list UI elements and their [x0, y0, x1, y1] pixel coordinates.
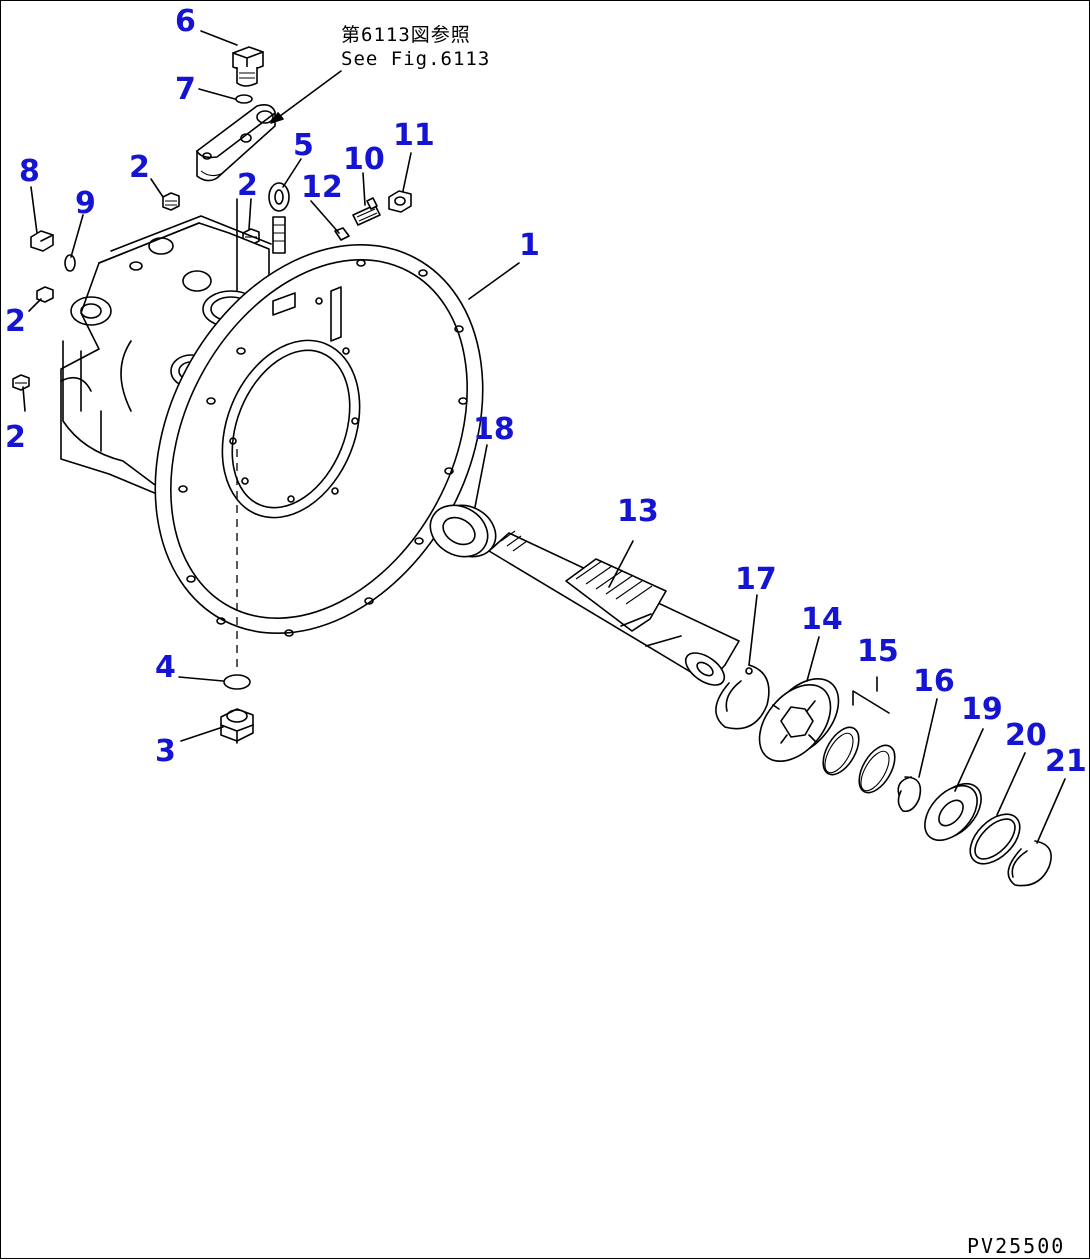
- callout-10: 10: [343, 142, 385, 177]
- callout-3: 3: [155, 734, 176, 769]
- part-8-plug: [30, 230, 54, 252]
- part-11-nut: [388, 190, 412, 213]
- callout-6: 6: [175, 4, 196, 39]
- part-7-oring: [235, 94, 253, 104]
- part-3-plug: [220, 708, 254, 744]
- callout-5: 5: [293, 128, 314, 163]
- part-18-bearing: [429, 504, 497, 558]
- callout-2: 2: [5, 420, 26, 455]
- callout-2: 2: [129, 150, 150, 185]
- part-19-seal: [924, 782, 982, 842]
- part-4-oring: [223, 674, 251, 690]
- part-13-shaft: [488, 530, 740, 686]
- reference-note-english: See Fig.6113: [341, 48, 490, 70]
- callout-7: 7: [175, 72, 196, 107]
- part-12-pin: [334, 227, 350, 241]
- callout-2: 2: [5, 304, 26, 339]
- callout-17: 17: [735, 562, 777, 597]
- callout-1: 1: [519, 228, 540, 263]
- part-17-snap-ring: [715, 664, 770, 730]
- callout-14: 14: [801, 602, 843, 637]
- part-9-oring: [64, 254, 76, 272]
- part-16-snap-ring: [897, 776, 922, 813]
- callout-13: 13: [617, 494, 659, 529]
- callout-19: 19: [961, 692, 1003, 727]
- callout-2: 2: [237, 168, 258, 203]
- callout-20: 20: [1005, 718, 1047, 753]
- part-10-breather: [352, 197, 381, 226]
- callout-15: 15: [857, 634, 899, 669]
- callout-4: 4: [155, 650, 176, 685]
- drawing-code: PV25500: [967, 1234, 1065, 1258]
- part-21-snap-ring: [1007, 840, 1052, 887]
- callout-21: 21: [1045, 744, 1087, 779]
- part-15-ring-b: [858, 744, 896, 794]
- part-6-bolt: [232, 46, 264, 87]
- callout-18: 18: [473, 412, 515, 447]
- callout-16: 16: [913, 664, 955, 699]
- callout-11: 11: [393, 118, 435, 153]
- callout-9: 9: [75, 186, 96, 221]
- part-20-plate: [969, 813, 1021, 865]
- reference-note-japanese: 第6113図参照: [341, 24, 471, 46]
- part-2-plug-a: [162, 192, 180, 211]
- part-5-eye-bolt: [268, 182, 290, 254]
- part-15-ring-a: [822, 726, 860, 776]
- callout-8: 8: [19, 154, 40, 189]
- part-2-plug-d: [12, 374, 30, 391]
- cover-plate: [196, 104, 276, 182]
- part-14-coupling: [758, 677, 840, 763]
- callout-12: 12: [301, 170, 343, 205]
